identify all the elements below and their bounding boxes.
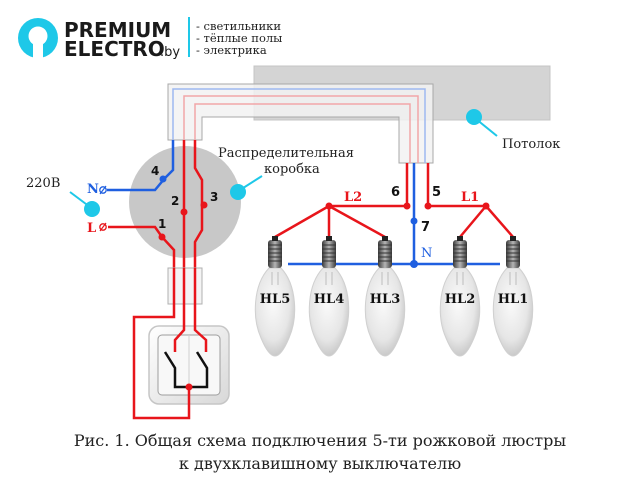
terminal-6-dot	[403, 202, 411, 210]
lightbulb-logo-icon	[18, 18, 58, 60]
lamp-hl1: HL1	[492, 236, 534, 357]
junction-box-label-line2: коробка	[264, 162, 320, 177]
l1-junction-dot	[482, 202, 490, 210]
terminal-5-label: 5	[432, 185, 441, 200]
terminal-7-dot	[410, 217, 418, 225]
brand-name-line1: PREMIUM	[64, 18, 171, 42]
phase-input-terminal	[99, 223, 107, 231]
terminal-3-label: 3	[210, 190, 218, 204]
phase-input-label: L	[87, 221, 96, 236]
group-l1-label: L1	[461, 190, 479, 205]
neutral-bus-node	[410, 260, 418, 268]
ceiling-label: Потолок	[502, 137, 560, 152]
l1-group-wires	[428, 204, 514, 238]
lamp-hl3: HL3	[364, 236, 406, 357]
lamp-hl4: HL4	[308, 236, 350, 357]
terminal-4-label: 4	[151, 164, 159, 178]
junction-box-label-line1: Распределительная	[218, 146, 354, 161]
switch-common-dot	[185, 383, 193, 391]
lamp-label: HL3	[370, 292, 400, 307]
neutral-input-label: N	[87, 182, 99, 197]
lamp-label: HL1	[498, 292, 528, 307]
terminal-5-dot	[424, 202, 432, 210]
neutral-input-terminal	[99, 186, 107, 194]
lamp-label: HL5	[260, 292, 290, 307]
tagline-lights: - светильники	[196, 19, 281, 33]
lamp-hl5: HL5	[254, 236, 296, 357]
terminal-2-label: 2	[171, 194, 179, 208]
caption-line1: Рис. 1. Общая схема подключения 5-ти рож…	[74, 431, 567, 450]
junction-box-callout-dot	[230, 184, 246, 200]
lamps: HL5 HL4 HL3 HL2 HL1	[254, 236, 534, 357]
supply-callout-dot	[84, 201, 100, 217]
brand-domain: .by	[160, 45, 180, 60]
caption-line2: к двухклавишному выключателю	[179, 454, 461, 473]
group-l2-label: L2	[344, 190, 362, 205]
terminal-6-label: 6	[391, 185, 400, 200]
lamp-label: HL2	[445, 292, 475, 307]
lamp-label: HL4	[314, 292, 344, 307]
brand-logo[interactable]: PREMIUM ELECTRO .by - светильники - тёпл…	[18, 17, 282, 61]
brand-divider	[188, 17, 190, 57]
l2-group-wires	[274, 204, 407, 239]
l2-junction-dot	[325, 202, 333, 210]
tagline-electrics: - электрика	[196, 43, 267, 57]
terminal-1-dot	[158, 233, 166, 241]
cable-duct	[167, 83, 434, 164]
terminal-4-dot	[159, 175, 167, 183]
brand-name-line2: ELECTRO	[64, 37, 165, 61]
terminal-7-label: 7	[421, 220, 430, 235]
supply-voltage-label: 220В	[26, 176, 60, 191]
tagline-floor-heating: - тёплые полы	[196, 31, 282, 45]
terminal-2-dot	[180, 208, 188, 216]
lamp-hl2: HL2	[439, 236, 481, 357]
neutral-bus-label: N	[421, 246, 432, 261]
terminal-1-label: 1	[158, 217, 166, 231]
terminal-3-dot	[200, 201, 208, 209]
